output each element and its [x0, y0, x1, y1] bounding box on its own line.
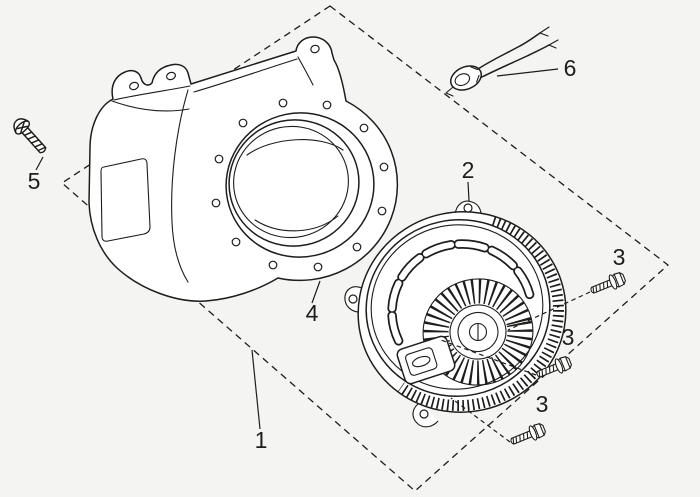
- screw-cross-recess: [16, 121, 29, 134]
- screw-shaft: [21, 127, 47, 154]
- fan-cover-side-recess: [100, 158, 151, 242]
- flange-inner-ring: [225, 112, 375, 258]
- fan-cover-side-crease: [171, 89, 189, 283]
- callout-6: 6: [564, 55, 577, 81]
- callout-3-middle: 3: [562, 324, 575, 350]
- callout-5: 5: [28, 168, 41, 194]
- wire-2-fork: [548, 39, 559, 49]
- vent-slot-openings: [389, 241, 533, 344]
- cover-opening-edge: [233, 125, 349, 239]
- wire-1-fork: [539, 26, 550, 37]
- fan-cover-top-fold-line: [193, 58, 298, 93]
- connector-wire-1: [477, 32, 541, 70]
- connector-body: [449, 65, 483, 91]
- leader-6: [496, 68, 559, 77]
- starter-handle-bracket: [396, 335, 456, 385]
- flange-bolt-upper: [587, 269, 628, 299]
- connector-socket: [454, 73, 471, 87]
- grill-fins: [423, 278, 533, 386]
- connector-tab: [445, 86, 454, 97]
- fan-cover-ear-holes: [129, 44, 320, 91]
- bolt-alignment-lines: [440, 291, 591, 443]
- leader-1: [251, 349, 261, 430]
- callout-3-lower: 3: [536, 391, 549, 417]
- connector-body-group: [449, 65, 483, 91]
- starter-face-ring: [370, 224, 544, 390]
- starter-rim-ribs: [397, 216, 564, 412]
- ear-hole: [129, 81, 139, 91]
- starter-vent-slots: [387, 239, 535, 346]
- cover-opening-interior-lines: [246, 139, 344, 232]
- wire-connector: [445, 26, 559, 97]
- leader-5: [35, 156, 44, 171]
- recoil-starter: [344, 200, 567, 428]
- handle-bracket-inner: [405, 347, 438, 376]
- flange-bolts: [440, 269, 628, 450]
- callout-3-upper: 3: [613, 244, 626, 270]
- screw-threads: [23, 131, 46, 152]
- fan-cover: [88, 36, 399, 302]
- starter-tab-holes: [348, 203, 473, 419]
- callouts: 1 2 3 3 3 4 5 6: [28, 55, 626, 453]
- callout-2: 2: [462, 157, 475, 183]
- leader-lines: [35, 68, 559, 430]
- flange-bolt-lower: [507, 420, 548, 450]
- starter-handle-grip: [412, 355, 431, 368]
- fan-cover-body: [88, 36, 399, 302]
- ear-hole: [166, 71, 176, 81]
- connector-wire-2: [481, 44, 550, 78]
- cover-opening-lip: [228, 119, 360, 247]
- leader-2: [467, 181, 470, 202]
- fan-cover-ear-base-line: [113, 85, 191, 101]
- leader-4: [311, 280, 321, 304]
- handle-bracket-outline: [396, 335, 456, 385]
- callout-4: 4: [306, 300, 319, 326]
- fan-cover-ear-joint-line: [297, 56, 314, 86]
- pulley-ring: [457, 311, 499, 353]
- ear-hole: [310, 44, 320, 54]
- pan-screw: [13, 118, 47, 154]
- connector-boot-lines: [470, 66, 480, 83]
- callout-1: 1: [255, 427, 268, 453]
- flange-bolt-holes: [211, 98, 389, 272]
